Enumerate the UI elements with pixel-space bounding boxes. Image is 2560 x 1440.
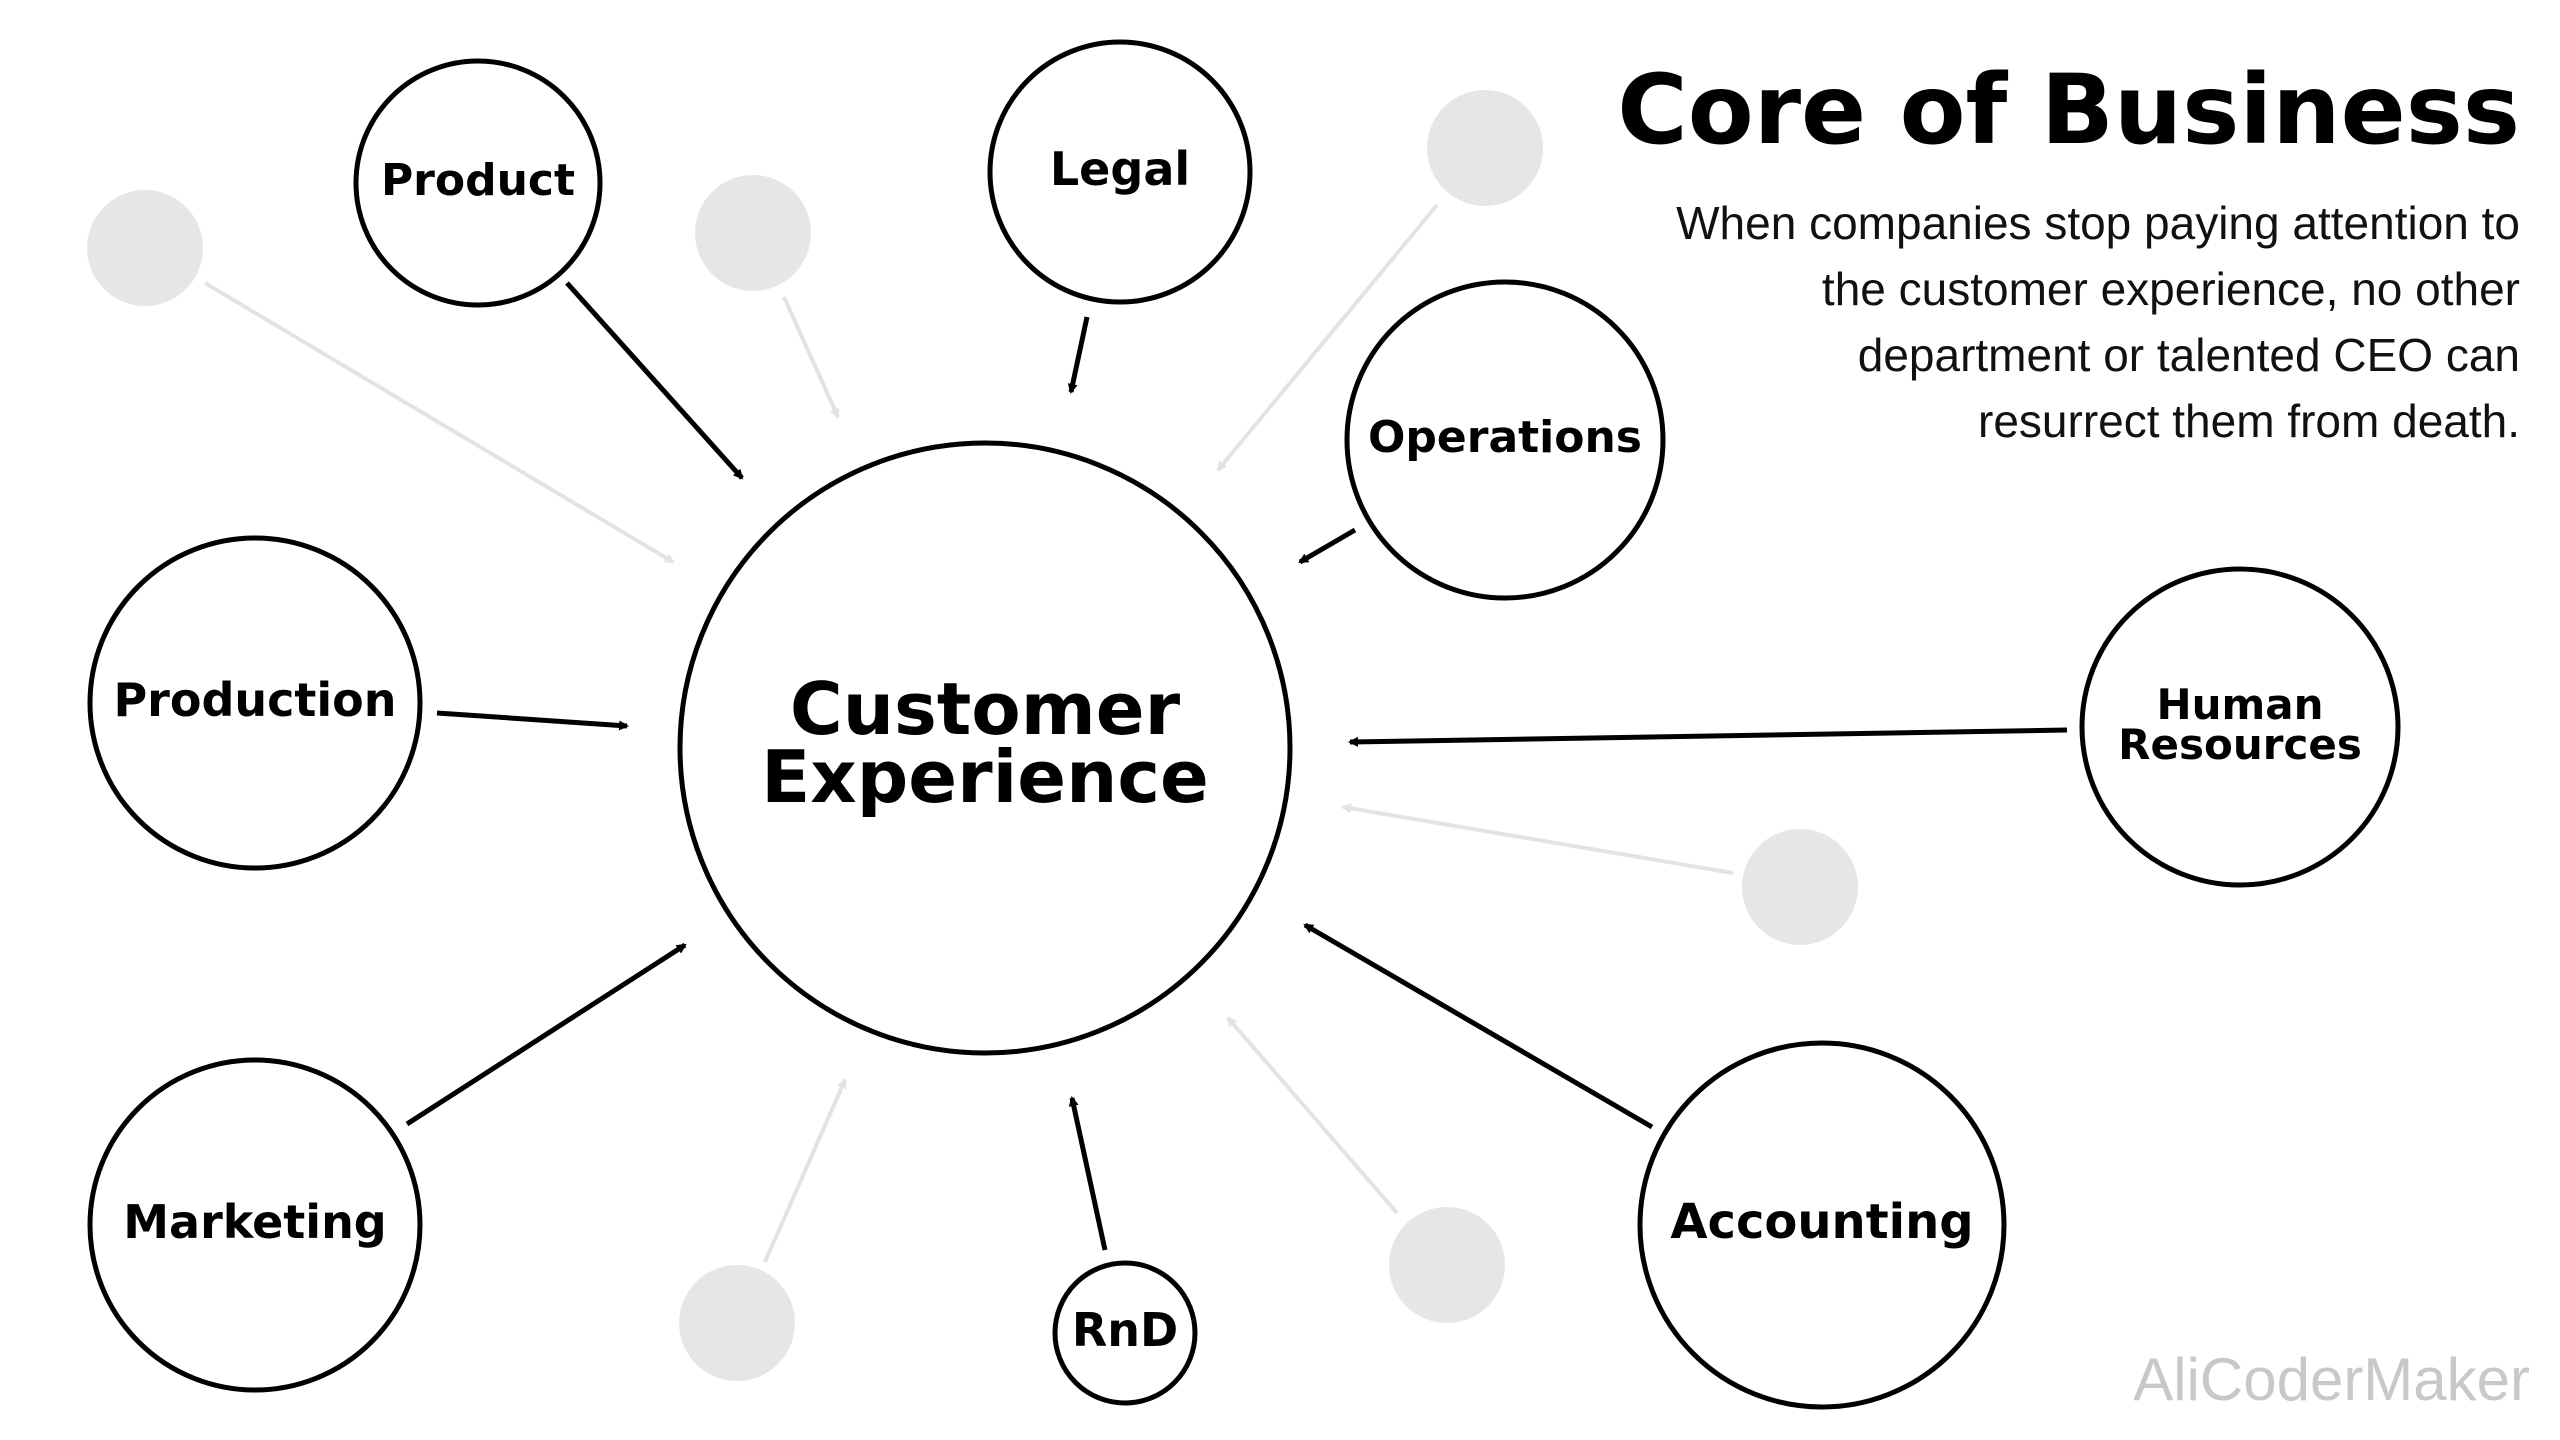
department-circle <box>987 39 1253 305</box>
arrow-human-resources <box>1348 727 2068 747</box>
department-label-line: Resources <box>2118 719 2362 768</box>
page-title: Core of Business <box>1617 54 2520 166</box>
department-node-legal: Legal <box>987 39 1253 305</box>
arrow-product <box>565 281 744 480</box>
customer-experience-circle <box>677 440 1293 1056</box>
customer-experience-label-line: Experience <box>761 735 1209 819</box>
subtitle-line: When companies stop paying attention to <box>1676 197 2520 249</box>
department-arrows <box>405 281 2068 1251</box>
department-label-line: RnD <box>1072 1303 1178 1357</box>
department-node-accounting: Accounting <box>1637 1040 2007 1410</box>
department-label-line: Legal <box>1050 142 1190 196</box>
faded-arrow <box>203 281 675 564</box>
department-node-marketing: Marketing <box>87 1057 423 1393</box>
department-node-rnd: RnD <box>1052 1260 1198 1406</box>
placeholder-node <box>87 190 203 306</box>
faded-arrow <box>782 296 840 419</box>
placeholder-node <box>679 1265 795 1381</box>
faded-arrow <box>763 1078 847 1263</box>
department-label: Marketing <box>123 1195 387 1249</box>
arrow-legal <box>1067 316 1090 394</box>
watermark: AliCoderMaker <box>2133 1346 2530 1413</box>
department-node-product: Product <box>353 58 603 308</box>
department-circle <box>1052 1260 1198 1406</box>
subtitle: When companies stop paying attention to … <box>1560 190 2520 454</box>
department-label: Operations <box>1368 412 1642 463</box>
department-label: Production <box>113 673 396 727</box>
faded-arrows <box>203 203 1734 1263</box>
department-circle <box>353 58 603 308</box>
subtitle-line: the customer experience, no other <box>1821 263 2520 315</box>
department-label-line: Production <box>113 673 396 727</box>
department-label-line: Product <box>381 155 575 206</box>
faded-arrow <box>1341 803 1734 875</box>
department-circle <box>87 1057 423 1393</box>
faded-arrow <box>1216 203 1439 472</box>
customer-experience-label-line: Customer <box>790 667 1181 751</box>
department-circle <box>2079 566 2401 888</box>
department-label-line: Accounting <box>1670 1194 1973 1250</box>
placeholder-node <box>1389 1207 1505 1323</box>
placeholder-node <box>1742 829 1858 945</box>
department-label-line: Human <box>2156 680 2323 729</box>
department-label: RnD <box>1072 1303 1178 1357</box>
arrow-marketing <box>405 942 687 1127</box>
department-label: Legal <box>1050 142 1190 196</box>
department-circle <box>87 535 423 871</box>
arrow-accounting <box>1303 922 1654 1130</box>
department-label-line: Operations <box>1368 412 1642 463</box>
arrow-rnd <box>1068 1096 1108 1251</box>
subtitle-line: resurrect them from death. <box>1978 395 2520 447</box>
arrow-operations <box>1298 527 1357 565</box>
department-label-line: Marketing <box>123 1195 387 1249</box>
department-node-production: Production <box>87 535 423 871</box>
department-node-operations: Operations <box>1344 279 1666 601</box>
arrow-production <box>436 710 629 731</box>
department-label: Accounting <box>1670 1194 1973 1250</box>
department-circle <box>1344 279 1666 601</box>
placeholder-node <box>1427 90 1543 206</box>
subtitle-line: department or talented CEO can <box>1857 329 2520 381</box>
placeholder-node <box>695 175 811 291</box>
faded-arrow <box>1226 1016 1399 1215</box>
department-label: Product <box>381 155 575 206</box>
placeholder-nodes <box>87 90 1858 1381</box>
department-circle <box>1637 1040 2007 1410</box>
